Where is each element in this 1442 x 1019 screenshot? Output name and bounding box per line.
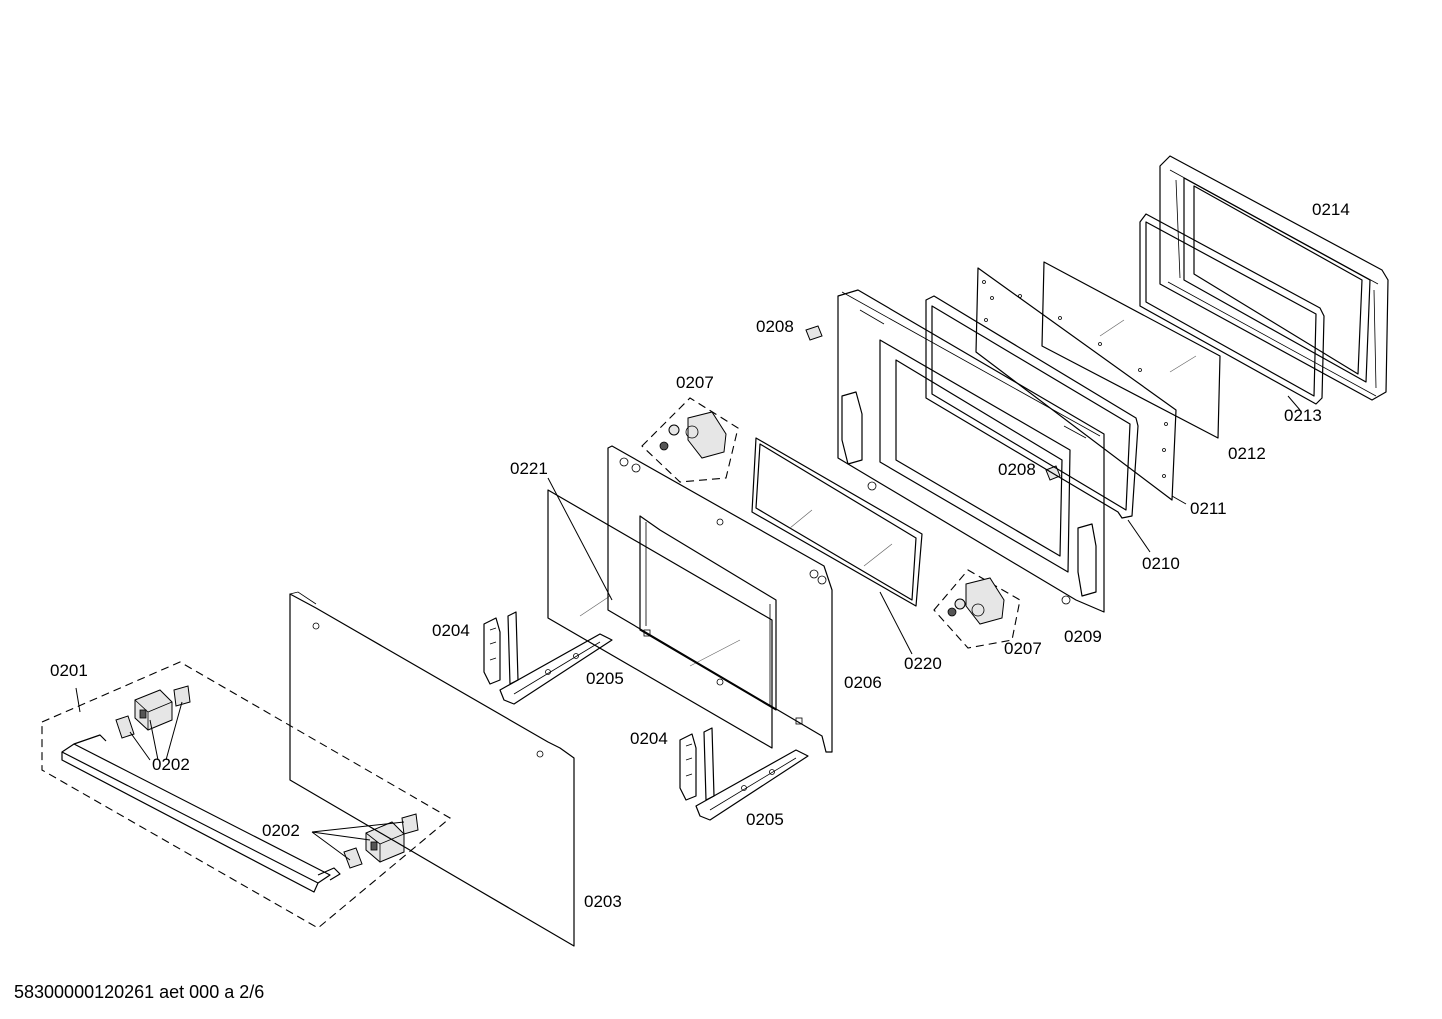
label-0208-lower: 0208 [998, 460, 1036, 479]
label-0206: 0206 [844, 673, 882, 692]
door-hinge-lower [679, 727, 809, 821]
label-0210: 0210 [1142, 554, 1180, 573]
label-0205-lower: 0205 [746, 810, 784, 829]
label-0220: 0220 [904, 654, 942, 673]
label-0203: 0203 [584, 892, 622, 911]
glass-0212 [1041, 261, 1221, 439]
gasket-0213 [1139, 213, 1325, 405]
label-0214: 0214 [1312, 200, 1350, 219]
label-0211: 0211 [1190, 499, 1227, 518]
handle-assembly-0201 [41, 661, 451, 929]
label-0213: 0213 [1284, 406, 1322, 425]
document-footer-code: 58300000120261 aet 000 a 2/6 [14, 982, 265, 1002]
label-0221: 0221 [510, 459, 548, 478]
label-0212: 0212 [1228, 444, 1266, 463]
door-lock-0207-lower [933, 569, 1021, 649]
label-0207-lower: 0207 [1004, 639, 1042, 658]
label-0205-upper: 0205 [586, 669, 624, 688]
label-0201: 0201 [50, 661, 88, 680]
label-0207-upper: 0207 [676, 373, 714, 392]
label-0202-upper: 0202 [152, 755, 190, 774]
label-0208-upper: 0208 [756, 317, 794, 336]
inner-door-frame-0206 [607, 445, 833, 753]
door-hinge-upper [483, 611, 613, 705]
label-0209: 0209 [1064, 627, 1102, 646]
inner-glass-0221 [547, 489, 773, 749]
outer-door-glass-0203 [289, 591, 575, 947]
door-lock-0207-upper [641, 397, 739, 483]
door-frame-0209 [837, 289, 1105, 613]
glass-0220 [751, 437, 923, 607]
label-0204-lower: 0204 [630, 729, 668, 748]
panel-0211 [975, 267, 1177, 501]
gasket-0210 [925, 295, 1139, 519]
clip-0208-upper [805, 325, 823, 341]
label-0202-lower: 0202 [262, 821, 300, 840]
frame-0214 [1159, 155, 1389, 401]
label-0204-upper: 0204 [432, 621, 470, 640]
